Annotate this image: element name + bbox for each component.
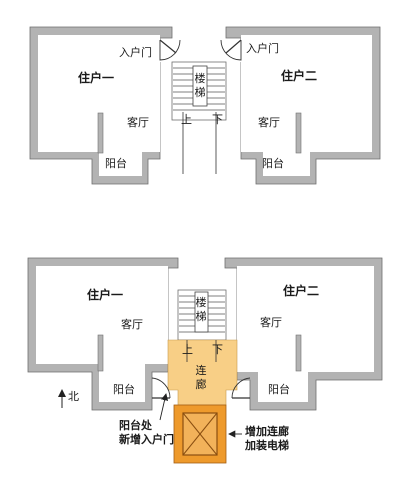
new-door-pointer — [159, 393, 169, 421]
top-balcony-right-label: 阳台 — [262, 157, 284, 170]
new-door-line1: 阳台处 — [119, 419, 152, 432]
top-plan — [29, 26, 381, 185]
top-left-door-leaf — [159, 39, 177, 54]
top-living-left-label: 客厅 — [127, 116, 149, 129]
new-door-right-swing — [231, 377, 251, 399]
top-right-partition — [295, 112, 302, 154]
top-entry-left-label: 入户门 — [119, 46, 152, 59]
elevator-annotation: 增加连廊 加装电梯 — [245, 425, 289, 453]
bottom-living-right-label: 客厅 — [260, 316, 282, 329]
elevator-line1: 增加连廊 — [245, 425, 289, 438]
bottom-unit-two-label: 住户二 — [283, 284, 320, 298]
top-left-unit-floor — [38, 35, 160, 176]
bottom-stair-core — [194, 291, 209, 333]
bottom-right-unit-floor — [237, 266, 374, 402]
top-left-door-swing — [159, 39, 181, 61]
top-up-label: 上 — [181, 113, 192, 126]
top-unit-one-label: 住户一 — [78, 71, 115, 85]
bottom-up-label: 上 — [182, 343, 193, 356]
top-right-unit-floor — [241, 35, 372, 176]
top-living-right-label: 客厅 — [258, 116, 280, 129]
bottom-plan — [27, 257, 383, 464]
top-right-door-leaf — [225, 39, 242, 54]
top-left-partition — [97, 112, 104, 154]
top-right-door-swing — [220, 39, 242, 61]
top-unit-two-label: 住户二 — [281, 69, 318, 83]
elevator-line2: 加装电梯 — [245, 439, 289, 452]
bottom-living-left-label: 客厅 — [121, 318, 143, 331]
new-door-annotation: 阳台处 新增入户门 — [119, 419, 174, 447]
bottom-right-partition — [295, 334, 302, 372]
elevator-cross-2 — [182, 412, 218, 456]
bottom-balcony-right-label: 阳台 — [268, 383, 290, 396]
top-down-label: 下 — [212, 113, 223, 126]
bottom-down-label: 下 — [212, 343, 223, 356]
corridor-label: 连廊 — [195, 364, 207, 391]
bottom-stairs-label: 楼梯 — [195, 296, 207, 323]
north-label: 北 — [68, 390, 79, 403]
bottom-unit-one-label: 住户一 — [87, 288, 124, 302]
top-stairs-label: 楼梯 — [194, 72, 206, 99]
bottom-balcony-left-label: 阳台 — [113, 383, 135, 396]
top-left-door-gap — [160, 40, 172, 62]
bottom-left-partition — [97, 334, 104, 372]
bottom-left-unit-floor — [36, 266, 168, 402]
top-balcony-left-label: 阳台 — [105, 157, 127, 170]
new-door-line2: 新增入户门 — [119, 433, 174, 446]
top-stair-core — [192, 65, 208, 107]
new-door-left-swing — [151, 377, 171, 399]
top-entry-right-label: 入户门 — [246, 42, 279, 55]
